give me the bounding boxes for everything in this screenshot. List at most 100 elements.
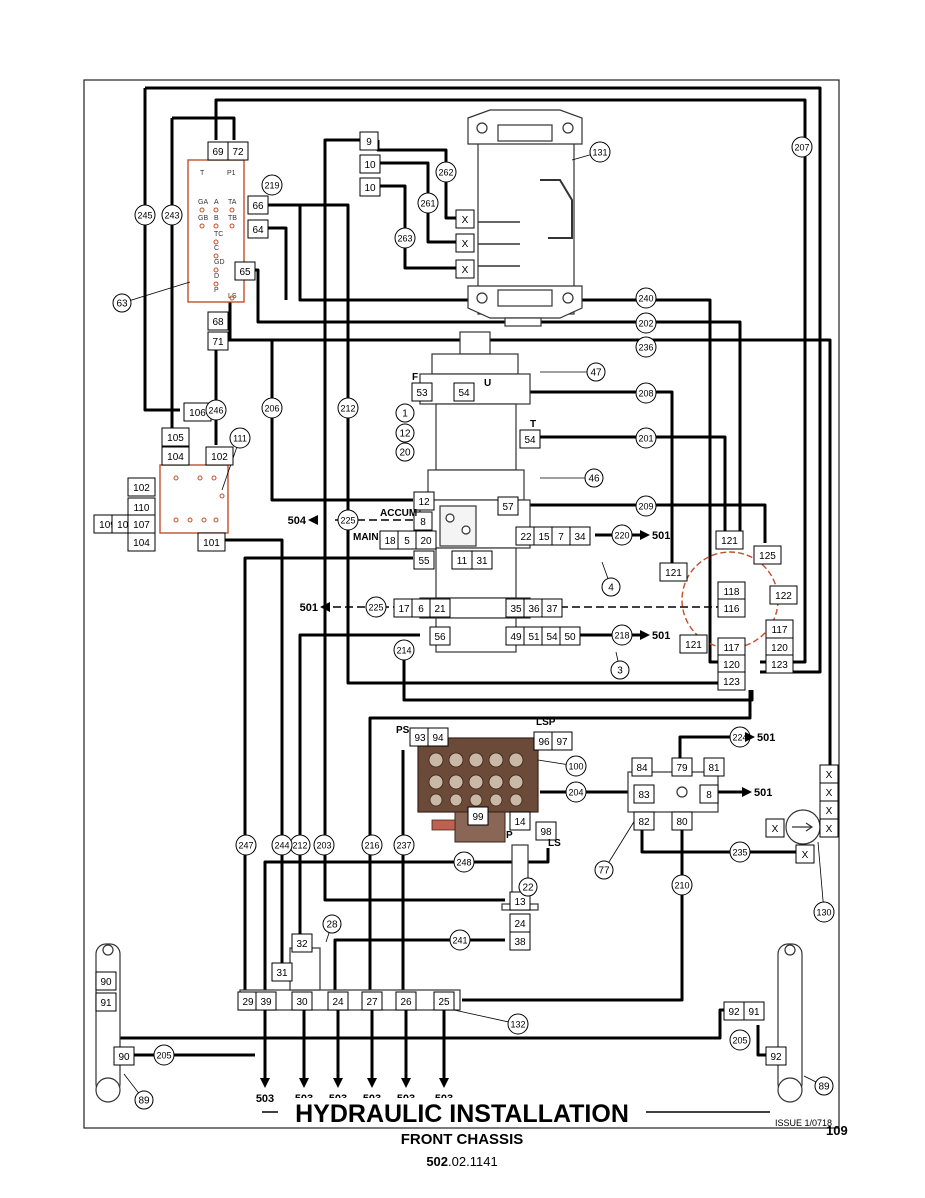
callout-label: 204	[568, 788, 583, 798]
port-box: 31	[471, 550, 493, 570]
port-box: 18	[379, 530, 401, 550]
issue-label: ISSUE 1/0718	[775, 1118, 832, 1128]
callout-label: 236	[638, 343, 653, 353]
label-lsp: LSP	[536, 717, 556, 728]
port-box: 98	[535, 821, 557, 841]
port-box-label: 123	[771, 660, 788, 671]
port-box-label: 6	[418, 604, 424, 615]
port-box-label: 108	[117, 520, 134, 531]
port-a: A	[214, 199, 219, 206]
port-box: 92	[723, 1001, 745, 1021]
port-box: 122	[769, 585, 798, 605]
port-box-label: X	[802, 850, 809, 861]
port-box-label: 30	[296, 997, 308, 1008]
port-box: 6	[411, 598, 431, 618]
callout-label: 225	[368, 603, 383, 613]
title-mask	[278, 1098, 646, 1126]
label-main: MAIN	[353, 532, 379, 543]
cylinder-right-89	[777, 943, 803, 1103]
port-box: 11	[451, 550, 473, 570]
steering-unit-131	[467, 109, 583, 327]
callout-label: 130	[816, 908, 831, 918]
port-box: X	[819, 800, 839, 820]
callout: 244	[271, 834, 293, 856]
callout: 1	[395, 403, 415, 423]
callout: 201	[635, 427, 657, 449]
port-box-label: 8	[420, 517, 426, 528]
callout: 214	[393, 639, 415, 661]
port-box-label: 57	[502, 502, 514, 513]
port-box-label: 83	[638, 790, 650, 801]
port-box: 37	[541, 598, 563, 618]
port-box: 9	[359, 131, 379, 151]
callout-label: 28	[326, 920, 338, 931]
port-box: 54	[541, 626, 563, 646]
label-t: T	[530, 419, 536, 430]
label-ls: LS	[548, 838, 561, 849]
port-tc: TC	[214, 231, 223, 238]
port-box: X	[455, 209, 475, 229]
callout-label: 240	[638, 294, 653, 304]
port-box-label: 90	[118, 1052, 130, 1063]
port-ga: GA	[198, 199, 208, 206]
port-box: 5	[397, 530, 417, 550]
port-box-label: 96	[538, 737, 550, 748]
callout: 205	[729, 1029, 751, 1051]
port-box-label: 104	[167, 452, 184, 463]
callout: 248	[453, 851, 475, 873]
callout: 89	[814, 1076, 834, 1096]
outlet-label: 504	[288, 515, 307, 527]
port-box: 80	[671, 811, 693, 831]
port-box: 69	[207, 141, 229, 161]
callout-label: 248	[456, 858, 471, 868]
port-box-label: X	[826, 806, 833, 817]
callout-label: 22	[522, 883, 534, 894]
port-box-label: 110	[134, 503, 150, 514]
port-box-label: X	[826, 824, 833, 835]
port-box-label: 105	[167, 433, 184, 444]
callout-label: 46	[588, 474, 600, 485]
callout: 220	[611, 524, 633, 546]
port-box: 93	[409, 727, 431, 747]
callout: 89	[134, 1090, 154, 1110]
callout: 245	[134, 204, 156, 226]
port-box: 96	[533, 731, 555, 751]
port-box: 72	[227, 141, 249, 161]
port-box: 8	[699, 784, 719, 804]
port-box-label: 13	[514, 897, 526, 908]
port-box: 36	[523, 598, 545, 618]
port-box: 81	[703, 757, 725, 777]
port-box-label: 56	[434, 632, 446, 643]
callout: 216	[361, 834, 383, 856]
port-box-label: 101	[203, 538, 220, 549]
label-p: P	[506, 830, 513, 841]
port-box: 7	[551, 526, 571, 546]
port-box: 55	[413, 550, 435, 570]
callout: 20	[395, 442, 415, 462]
callout: 218	[611, 624, 633, 646]
callout-label: 247	[238, 841, 253, 851]
port-box: X	[819, 818, 839, 838]
port-box-label: 50	[564, 632, 576, 643]
port-box: 117	[717, 637, 746, 657]
port-box: 91	[95, 992, 117, 1012]
port-box-label: 122	[775, 591, 792, 602]
callout-label: 205	[732, 1036, 747, 1046]
outlet-arrow: 501	[745, 732, 775, 744]
port-box: 83	[633, 784, 655, 804]
port-box: 104	[127, 532, 156, 552]
port-box: 120	[717, 654, 746, 674]
port-box: 39	[255, 991, 277, 1011]
outlet-arrow: 504	[288, 515, 318, 527]
callout-label: 208	[638, 389, 653, 399]
callout: 3	[610, 660, 630, 680]
port-box: 118	[717, 581, 746, 601]
port-box-label: 35	[510, 604, 522, 615]
port-box-label: 118	[724, 587, 740, 598]
callout: 246	[205, 399, 227, 421]
port-box: 64	[247, 219, 269, 239]
port-box-label: 84	[636, 763, 648, 774]
port-box: 90	[113, 1046, 135, 1066]
callout: 22	[518, 877, 538, 897]
